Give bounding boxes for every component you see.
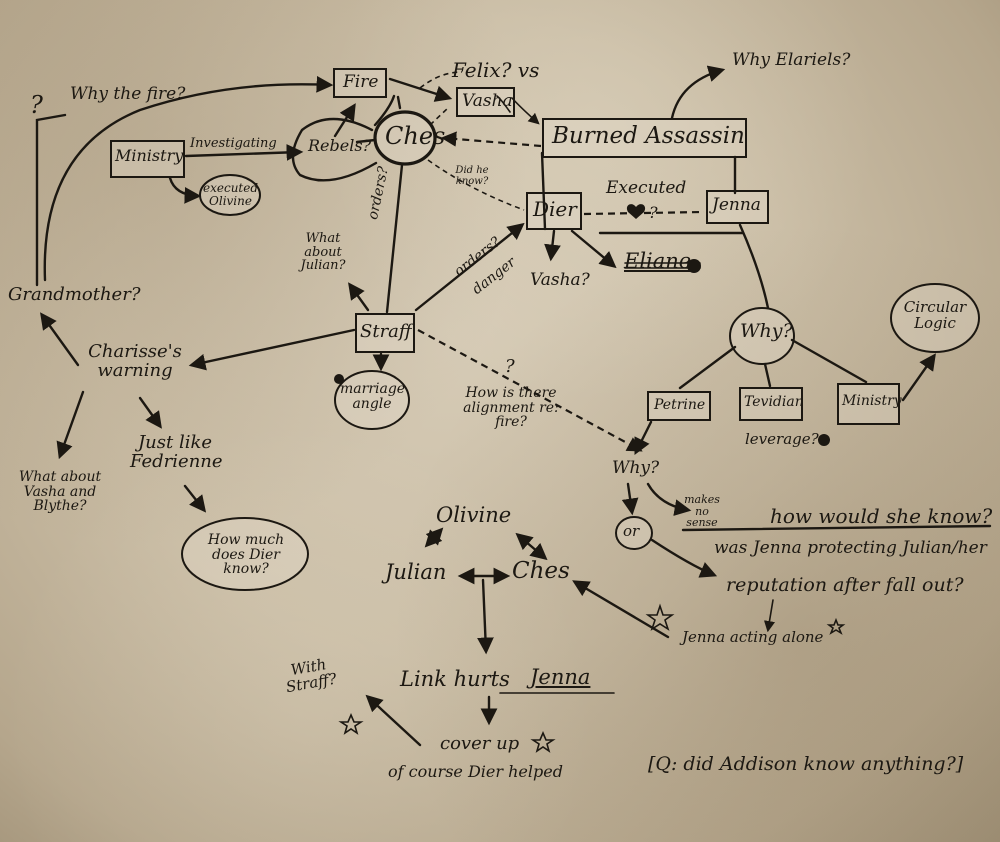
why-center-ellipse [729, 307, 795, 365]
ministry-right-box [837, 383, 900, 425]
addison-question-label: [Q: did Addison know anything?] [648, 753, 964, 775]
executed-olivine-label: executed Olivine [203, 181, 259, 208]
question-mid: ? [505, 356, 515, 377]
jenna-box [706, 190, 769, 224]
jenna-underlined-label: Jenna [530, 665, 591, 689]
tevidian-box [739, 387, 803, 421]
why-fire-label: Why the fire? [70, 84, 186, 104]
petrine-label: Petrine [654, 397, 706, 413]
link-hurts-label: Link hurts [400, 667, 510, 691]
or-label: or [623, 522, 640, 540]
why-elariels-label: Why Elariels? [732, 50, 851, 70]
circular-logic-ellipse [890, 283, 980, 353]
eliane-label: Eliane [624, 249, 692, 273]
ministry-box-label: Ministry [115, 146, 184, 165]
marriage-angle-ellipse [334, 370, 410, 430]
jenna-box-label: Jenna [712, 195, 761, 215]
ches-bottom-label: Ches [512, 558, 570, 584]
leverage-label: leverage? [745, 430, 819, 448]
star-icon [338, 712, 364, 735]
executed-question: ? [649, 203, 658, 222]
alignment-label: How is there alignment re: fire? [463, 385, 559, 431]
straff-label: Straff [360, 321, 412, 342]
makes-no-sense-label: makes no sense [684, 493, 720, 530]
fire-box [333, 68, 387, 98]
julian-label: Julian [385, 560, 447, 584]
circular-logic-label: Circular Logic [903, 298, 967, 332]
what-about-vasha-blythe-label: What about Vasha and Blythe? [18, 469, 102, 515]
fire-label: Fire [343, 72, 379, 92]
how-would-she-know-label: how would she know? [770, 504, 993, 528]
ministry-right-label: Ministry [842, 393, 902, 409]
was-jenna-protecting-label: was Jenna protecting Julian/her [714, 538, 987, 558]
just-like-fedrienne-label: Just like Fedrienne [130, 432, 223, 472]
ministry-box [110, 140, 185, 178]
marriage-dot [334, 374, 344, 384]
burned-assassin-label: Burned Assassin [552, 123, 745, 149]
heart-icon [626, 204, 646, 219]
petrine-box [647, 391, 711, 421]
felix-vs-label: Felix? vs [452, 58, 540, 82]
why-center-label: Why? [740, 320, 793, 342]
grandmother-label: Grandmother? [8, 284, 141, 305]
ches-label: Ches [385, 122, 446, 150]
vasha-box [456, 87, 515, 117]
leverage-dot [818, 434, 830, 446]
straff-box [355, 313, 415, 353]
why-small-label: Why? [612, 458, 660, 478]
question-mark-left: ? [30, 91, 43, 119]
tevidian-label: Tevidian [744, 394, 804, 410]
star-icon [645, 603, 675, 631]
charisse-warning-label: Charisse's warning [88, 341, 182, 381]
olivine-label: Olivine [436, 503, 512, 527]
dier-box [526, 192, 582, 230]
ches-ellipse [373, 110, 437, 166]
what-about-julian-label: What about Julian? [300, 231, 346, 274]
or-ellipse [615, 516, 653, 550]
marriage-angle-label: marriage angle [340, 381, 406, 412]
how-much-dier-ellipse [181, 517, 309, 591]
jenna-acting-alone-label: Jenna acting alone [682, 628, 824, 646]
star-icon [530, 730, 556, 753]
star-icon [826, 617, 846, 635]
cover-up-label: cover up [440, 733, 520, 754]
how-much-dier-label: How much does Dier know? [207, 532, 285, 578]
did-he-know-label: Did he know? [455, 165, 489, 187]
burned-assassin-box [542, 118, 747, 158]
rebels-label: Rebels? [308, 136, 372, 155]
of-course-dier-label: of course Dier helped [388, 762, 563, 781]
eliane-dot [687, 259, 701, 273]
investigating-label: Investigating [190, 136, 277, 151]
vasha-box-label: Vasha [462, 91, 513, 111]
executed-label: Executed [606, 178, 687, 198]
vasha-q-label: Vasha? [530, 270, 590, 290]
dier-box-label: Dier [533, 197, 577, 221]
reputation-label: reputation after fall out? [726, 574, 964, 596]
